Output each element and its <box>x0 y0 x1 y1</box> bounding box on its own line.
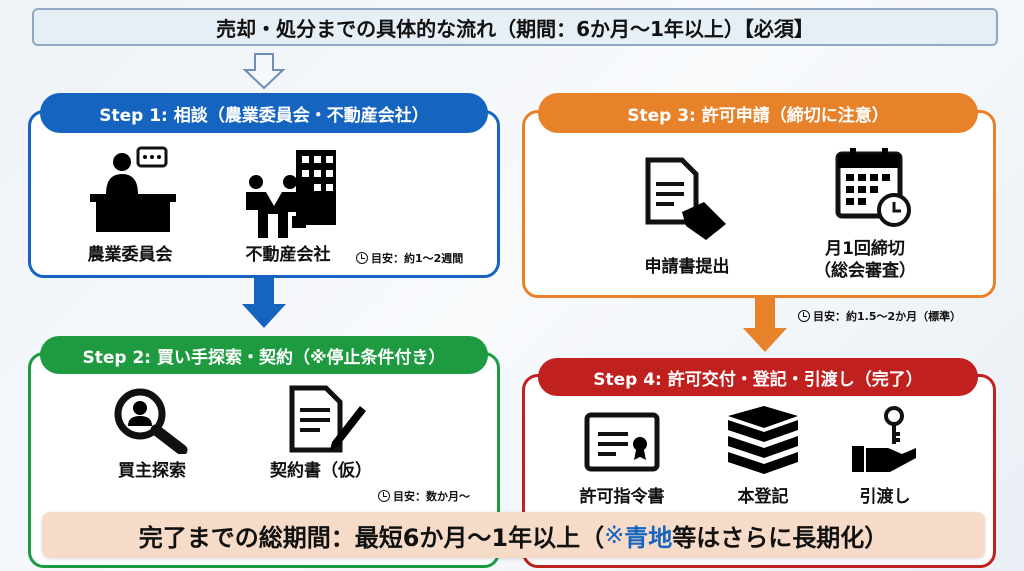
total-period-banner: 完了までの総期間：最短6か月〜1年以上（※青地等はさらに長期化） <box>42 512 985 558</box>
banner-mark: ※ <box>604 521 625 549</box>
application-document-hand-icon <box>645 157 726 240</box>
step4-item-permit: 許可指令書 <box>579 487 665 507</box>
step2-item-contract: 契約書（仮） <box>270 461 372 481</box>
step3-item-deadline: 月1回締切 <box>825 239 905 259</box>
registry-books-icon <box>728 406 798 474</box>
real-estate-handshake-icon <box>246 150 336 238</box>
blue-down-arrow-icon <box>242 278 286 328</box>
page-title: 売却・処分までの具体的な流れ（期間：6か月〜1年以上）【必須】 <box>32 8 998 46</box>
step1-item-realestate: 不動産会社 <box>245 245 331 265</box>
step1-item-committee: 農業委員会 <box>87 245 173 265</box>
clock-icon <box>378 490 390 502</box>
clock-icon <box>356 252 368 264</box>
banner-highlight: 青地 <box>624 523 673 552</box>
banner-suffix: 等はさらに長期化） <box>672 523 889 552</box>
step2-note-text: 目安：数か月〜 <box>393 490 470 503</box>
step1-note: 目安：約1〜2週間 <box>356 250 463 266</box>
search-person-icon <box>114 388 188 454</box>
step2-note: 目安：数か月〜 <box>378 488 470 504</box>
banner-prefix: 完了までの総期間：最短6か月〜1年以上（ <box>138 523 605 552</box>
contract-pen-icon <box>289 385 366 453</box>
step3-item-submit: 申請書提出 <box>644 257 730 277</box>
orange-down-arrow-icon <box>743 298 787 352</box>
step1-header: Step 1: 相談（農業委員会・不動産会社） <box>40 93 488 133</box>
step3-header: Step 3: 許可申請（締切に注意） <box>538 93 978 133</box>
committee-desk-icon <box>90 146 176 232</box>
step2-header: Step 2: 買い手探索・契約（※停止条件付き） <box>40 336 488 374</box>
step1-note-text: 目安：約1〜2週間 <box>371 252 464 265</box>
step4-header: Step 4: 許可交付・登記・引渡し（完了） <box>538 358 978 396</box>
key-handover-icon <box>852 406 916 472</box>
step4-item-handover: 引渡し <box>859 487 911 507</box>
step4-item-registration: 本登記 <box>737 487 789 507</box>
step3-item-review: （総会審査） <box>814 261 916 281</box>
clock-icon <box>798 310 810 322</box>
step3-note: 目安：約1.5〜2か月（標準） <box>798 308 961 324</box>
hollow-down-arrow-icon <box>243 53 285 90</box>
calendar-clock-icon <box>835 148 911 227</box>
step3-note-text: 目安：約1.5〜2か月（標準） <box>813 310 962 323</box>
step2-item-search: 買主探索 <box>118 461 186 481</box>
permit-certificate-icon <box>584 412 660 472</box>
